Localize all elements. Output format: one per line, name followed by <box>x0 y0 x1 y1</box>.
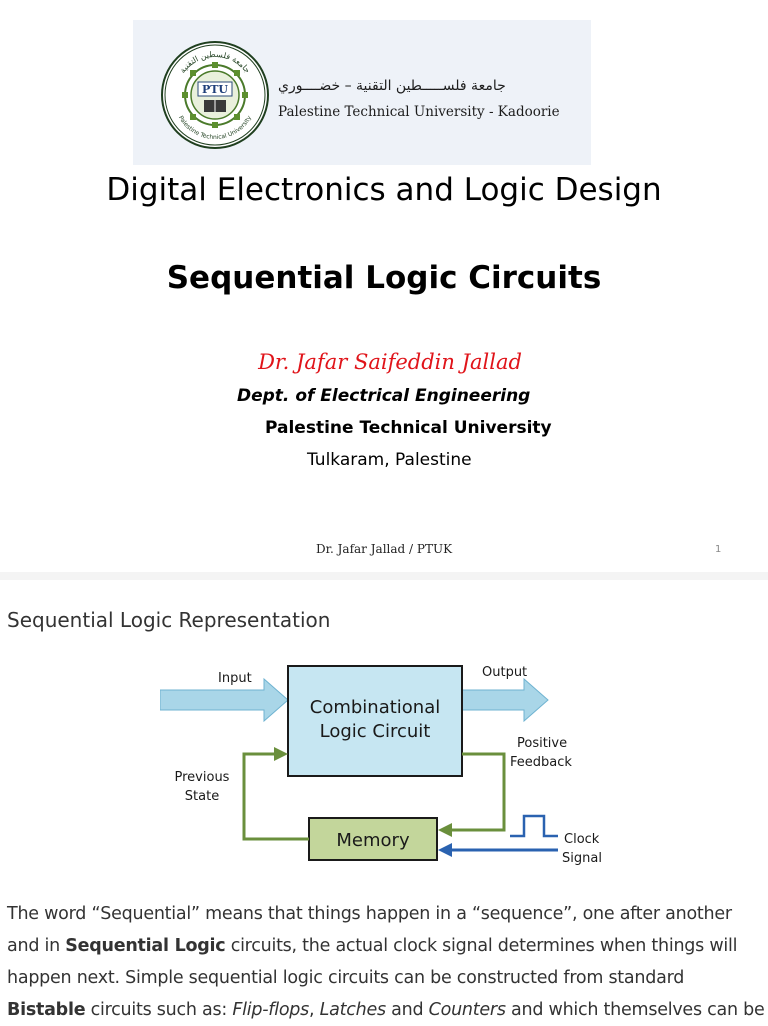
term-counters: Counters <box>428 1000 506 1020</box>
memory-box <box>308 817 438 861</box>
paragraph-text: and in <box>7 936 66 956</box>
term-bistable: Bistable <box>7 1000 86 1020</box>
comb-label-line2: Logic Circuit <box>320 721 431 742</box>
previous-state-line1: Previous <box>175 770 230 785</box>
lecture-title: Sequential Logic Circuits <box>166 260 602 296</box>
input-arrow <box>160 677 289 723</box>
content-section: Sequential Logic Representation Combinat… <box>0 580 768 1024</box>
term-flip-flops: Flip-flops <box>232 1000 310 1020</box>
feedback-label-line2: Feedback <box>510 755 572 770</box>
logo-english-name: Palestine Technical University - Kadoori… <box>278 104 560 120</box>
university-name: Palestine Technical University <box>265 418 552 438</box>
paragraph-text: circuits, the actual clock signal determ… <box>225 936 738 956</box>
clock-label-line2: Signal <box>562 851 602 866</box>
sequential-logic-diagram: Combinational Logic Circuit Memory Input… <box>160 665 602 866</box>
previous-state-line2: State <box>185 789 219 804</box>
memory-label: Memory <box>336 830 410 851</box>
clock-pulse-icon <box>510 814 558 838</box>
feedback-label-line1: Positive <box>517 736 567 751</box>
paragraph-line-2: and in Sequential Logic circuits, the ac… <box>7 930 763 962</box>
city: Tulkaram, Palestine <box>307 450 472 470</box>
output-label: Output <box>482 665 527 680</box>
feedback-line <box>450 752 506 832</box>
university-logo-banner: PTU جامعة فلسطين التقنية Palestine Techn… <box>133 20 591 165</box>
paragraph-line-1: The word “Sequential” means that things … <box>7 904 732 924</box>
input-label: Input <box>218 671 252 686</box>
slide-footer: Dr. Jafar Jallad / PTUK <box>315 542 453 556</box>
paragraph-text: and <box>385 1000 429 1020</box>
paragraph-text: , <box>309 1000 320 1020</box>
slide-divider <box>0 572 768 580</box>
course-title: Digital Electronics and Logic Design <box>106 172 662 208</box>
paragraph-line-3: happen next. Simple sequential logic cir… <box>7 968 685 988</box>
page-number: 1 <box>715 544 722 555</box>
comb-label-line1: Combinational <box>310 697 441 718</box>
logo-arabic-name: جامعة فلســـــطين التقنية – خضــــوري <box>278 78 506 94</box>
previous-state-line <box>242 752 309 841</box>
section-heading: Sequential Logic Representation <box>7 608 331 632</box>
university-seal-icon: PTU جامعة فلسطين التقنية Palestine Techn… <box>161 41 269 149</box>
paragraph: The word “Sequential” means that things … <box>7 898 765 1026</box>
term-sequential-logic: Sequential Logic <box>65 936 226 956</box>
paragraph-text: and which themselves can be <box>505 1000 765 1020</box>
department: Dept. of Electrical Engineering <box>237 386 531 406</box>
paragraph-text: circuits such as: <box>85 1000 233 1020</box>
title-slide: PTU جامعة فلسطين التقنية Palestine Techn… <box>106 20 722 556</box>
clock-arrowhead <box>438 843 452 857</box>
paragraph-line-4: Bistable circuits such as: Flip-flops, L… <box>7 994 765 1026</box>
author-name: Dr. Jafar Saifeddin Jallad <box>258 350 522 374</box>
output-arrow <box>461 677 549 723</box>
feedback-arrowhead <box>438 823 452 837</box>
clock-label-line1: Clock <box>564 832 600 847</box>
term-latches: Latches <box>319 1000 386 1020</box>
previous-state-arrowhead <box>274 747 288 761</box>
combinational-logic-box <box>287 665 463 777</box>
svg-text:PTU: PTU <box>202 83 228 96</box>
